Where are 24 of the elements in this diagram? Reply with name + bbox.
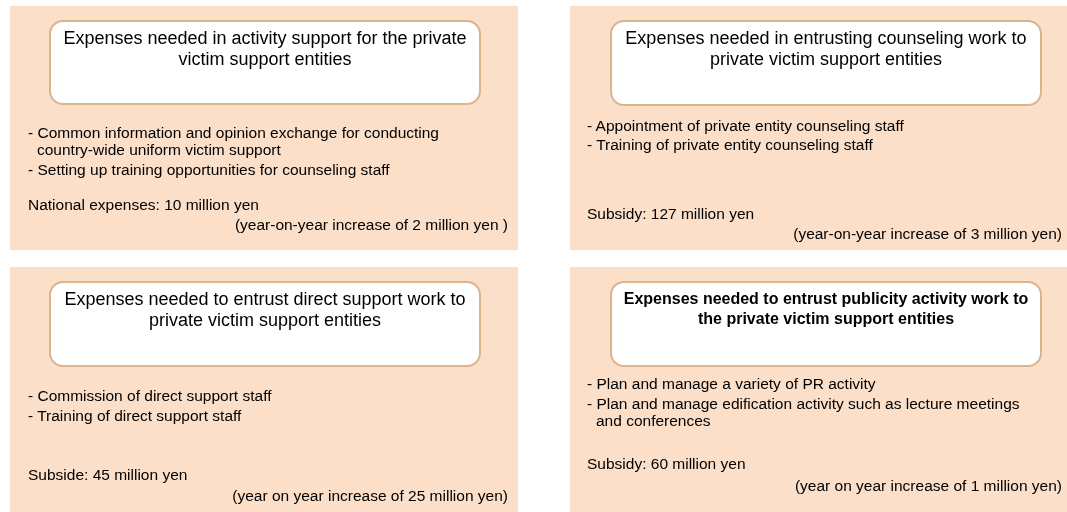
- budget-amount: Subsidy: 60 million yen: [587, 455, 747, 472]
- increase-note: (year-on-year increase of 2 million yen ): [233, 216, 508, 233]
- bullet-item: - Training of private entity counseling staff: [587, 136, 874, 153]
- bullet-item: - Commission of direct support staff: [28, 387, 273, 404]
- increase-note: (year-on-year increase of 3 million yen): [792, 225, 1062, 242]
- panel-background: [570, 6, 1067, 250]
- panel-background: [570, 267, 1067, 512]
- heading-box: Expenses needed in entrusting counseling work to private victim support entities: [610, 20, 1042, 106]
- panel-background: [10, 267, 518, 512]
- increase-note: (year on year increase of 1 million yen): [793, 477, 1062, 494]
- heading-box: Expenses needed in activity support for the private victim support entities: [49, 20, 481, 105]
- bullet-item: - Plan and manage a variety of PR activity: [587, 375, 877, 392]
- heading-box: Expenses needed to entrust direct support work to private victim support entities: [49, 281, 481, 367]
- bullet-item: - Training of direct support staff: [28, 407, 243, 424]
- bullet-item: - Common information and opinion exchange for conducting country-wide uniform victim support: [28, 124, 440, 158]
- budget-amount: Subsidy: 127 million yen: [587, 205, 756, 222]
- bullet-item: - Appointment of private entity counseling staff: [587, 117, 905, 134]
- budget-amount: National expenses: 10 million yen: [28, 196, 260, 213]
- budget-amount: Subside: 45 million yen: [28, 466, 189, 483]
- heading-box: Expenses needed to entrust publicity activity work to the private victim support entities: [610, 281, 1042, 367]
- bullet-item: - Plan and manage edification activity such as lecture meetings and conferences: [587, 395, 1021, 429]
- bullet-item: - Setting up training opportunities for counseling staff: [28, 161, 391, 178]
- increase-note: (year on year increase of 25 million yen): [231, 487, 508, 504]
- panel-background: [10, 6, 518, 250]
